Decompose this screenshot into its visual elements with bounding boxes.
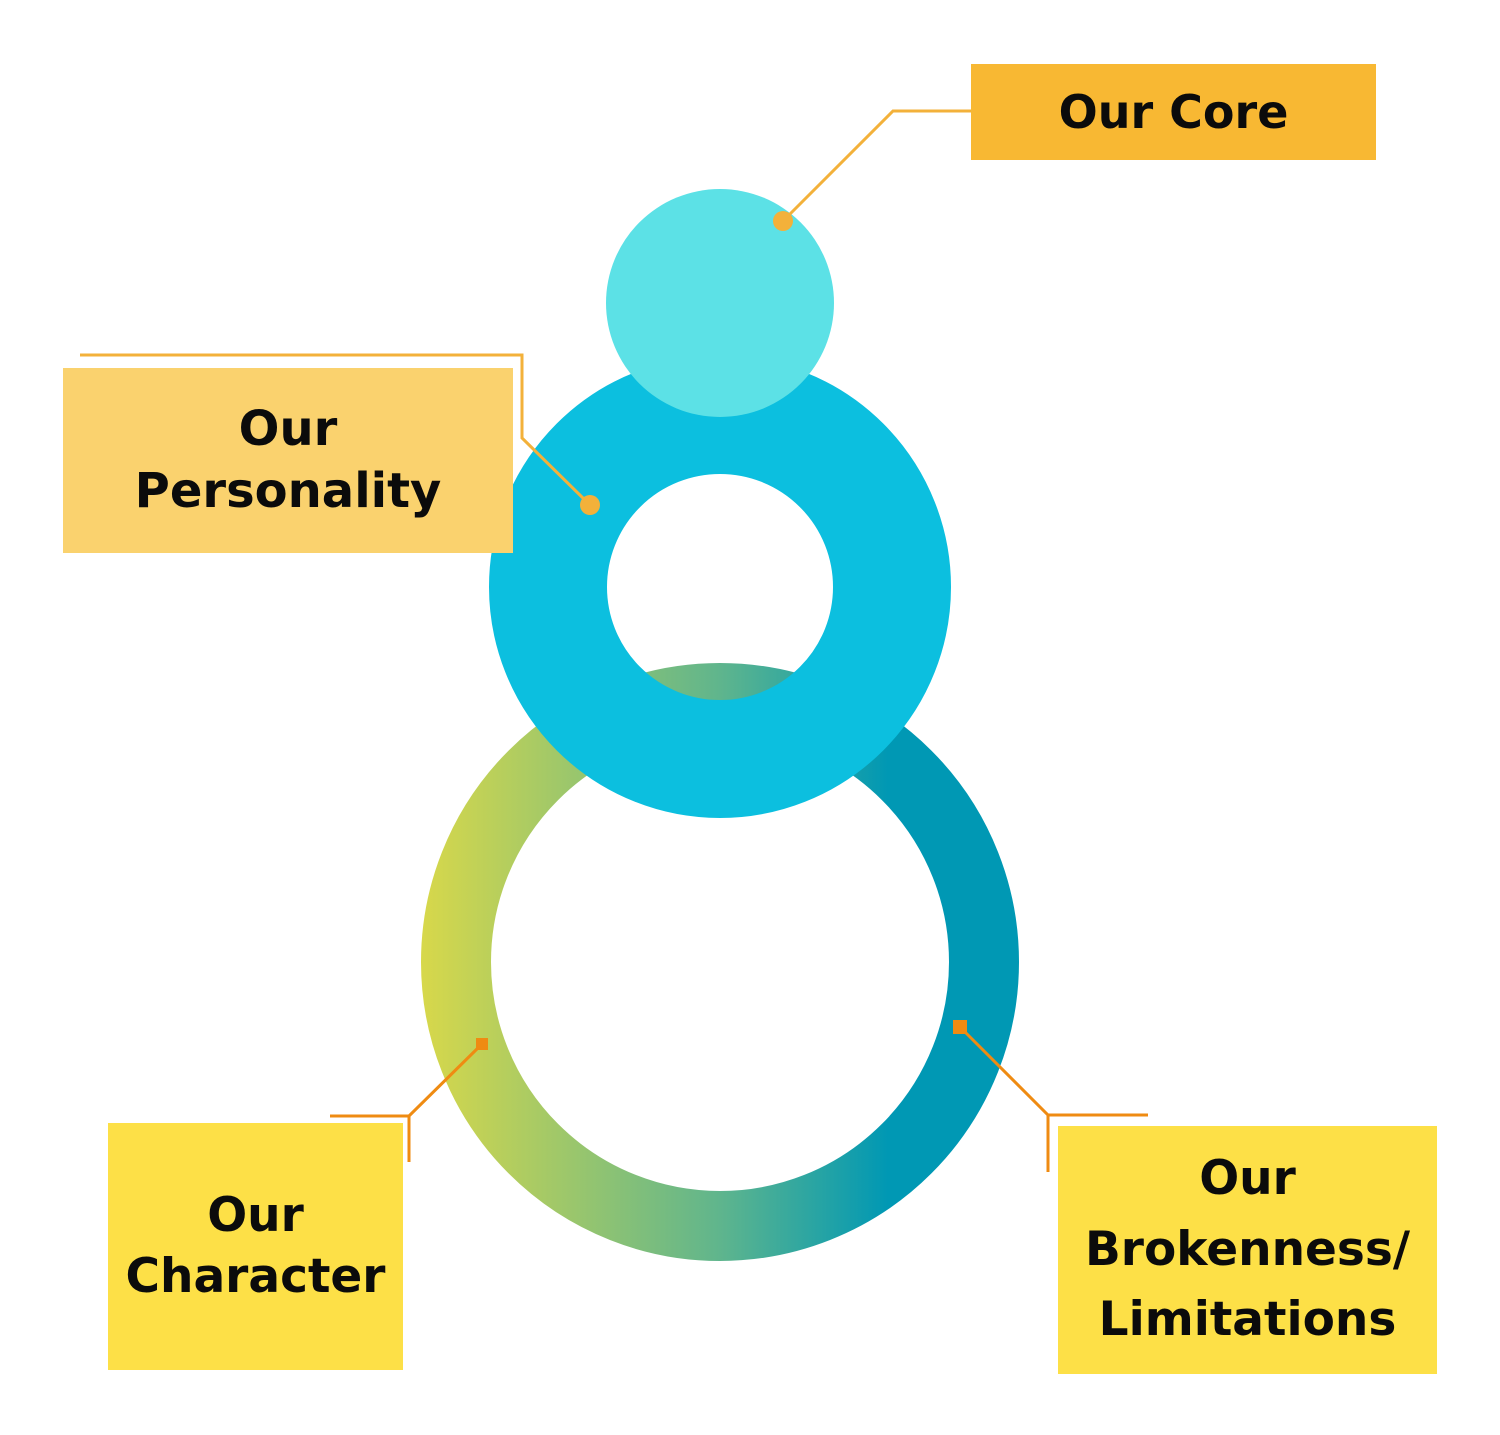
personality-ring: [489, 356, 951, 818]
personality-connector-line: [80, 353, 592, 507]
brokenness-connector-square: [953, 1020, 967, 1034]
core-circle: [606, 189, 834, 417]
core-box-bg: [971, 64, 1376, 160]
core-connector-line: [781, 109, 971, 223]
brokenness-label-line-2: Brokenness/: [1084, 1221, 1411, 1277]
character-box-bg: [108, 1123, 403, 1370]
personality-box-bg: [63, 368, 513, 553]
character-connector-square: [476, 1038, 488, 1050]
personality-label-line-2: Personality: [134, 462, 442, 519]
brokenness-box-bg: [1058, 1126, 1437, 1374]
brokenness-label-line-3: Limitations: [1098, 1292, 1397, 1348]
personality-connector-dot: [580, 495, 600, 515]
character-brokenness-ring: [421, 663, 1019, 1261]
brokenness-label: Our Brokenness/ Limitations: [1058, 1126, 1437, 1374]
personality-label: Our Personality: [63, 368, 513, 553]
character-label: Our Character: [108, 1123, 403, 1370]
character-label-line-1: Our: [207, 1188, 304, 1244]
core-connector-dot: [773, 211, 793, 231]
brokenness-label-line-1: Our: [1199, 1151, 1296, 1207]
character-label-line-2: Character: [125, 1248, 386, 1304]
core-label-text: Our Core: [1058, 84, 1289, 139]
core-label: Our Core: [971, 64, 1376, 160]
personality-label-line-1: Our: [238, 401, 338, 458]
